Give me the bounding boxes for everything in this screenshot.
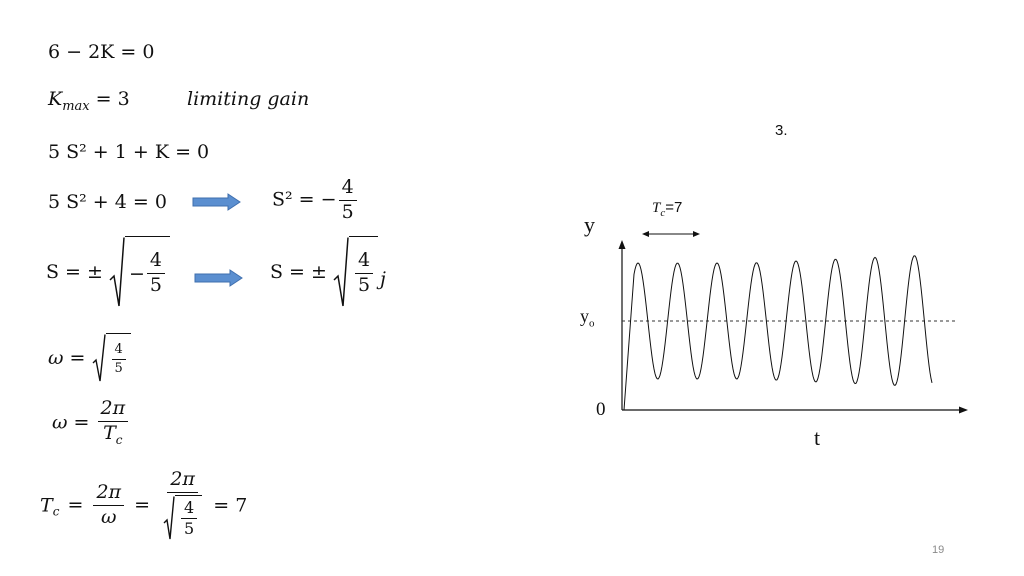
x-axis-label: t: [814, 425, 821, 450]
denominator: 5: [341, 200, 354, 223]
kmax-subscript: max: [62, 98, 90, 114]
y-axis-label: y: [584, 212, 595, 237]
oscillation-curve: [623, 255, 933, 411]
y-subscript: o: [589, 317, 595, 330]
equation-s-squared: 5 S² + 4 = 0: [48, 191, 167, 213]
period-arrow-left-head: [642, 231, 649, 237]
denominator: 5: [114, 361, 123, 376]
limiting-gain-note: limiting gain: [187, 88, 310, 110]
denominator: ω: [100, 505, 117, 528]
y-axis-arrowhead: [618, 240, 626, 249]
numerator: 4: [111, 343, 126, 360]
numerator: 2π: [97, 398, 129, 422]
equals-sign: =: [134, 494, 150, 517]
s-roots-lhs: S = ±: [46, 261, 103, 283]
equation-text: 6 − 2K = 0: [48, 41, 155, 63]
equation-characteristic: 6 − 2K = 0: [48, 41, 154, 63]
tc-symbol: T: [40, 494, 53, 517]
page-number: 19: [932, 544, 945, 556]
equals-sign: =: [67, 494, 84, 517]
figure-label: 3.: [775, 122, 788, 139]
tc-subscript: c: [660, 207, 666, 219]
omega-lhs: ω =: [48, 347, 86, 369]
period-arrow-right-head: [693, 231, 700, 237]
denominator: 5: [357, 274, 371, 296]
oscillation-plot: [618, 231, 968, 414]
kmax-symbol: K: [48, 88, 63, 110]
equation-substituted: 5 S² + 1 + K = 0: [48, 141, 210, 163]
equation-kmax: Kmax = 3: [48, 88, 130, 114]
numerator: 4: [338, 177, 357, 201]
y-steady-label: yo: [580, 306, 595, 330]
numerator: 4: [354, 250, 374, 274]
period-value: = 7: [213, 494, 248, 517]
s-squared-lhs: S² = −: [272, 188, 337, 211]
omega-lhs: ω =: [52, 411, 90, 434]
origin-label: 0: [596, 399, 606, 420]
denominator: 5: [184, 519, 195, 539]
period-label: Tc=7: [652, 199, 682, 219]
numerator: 2π: [93, 482, 125, 506]
right-arrow-icon: [194, 269, 243, 287]
s-roots-result-lhs: S = ±: [270, 261, 327, 283]
denominator: 5: [149, 274, 162, 296]
tc-subscript: c: [115, 432, 123, 447]
kmax-value: = 3: [89, 88, 130, 110]
tc-symbol: T: [103, 421, 116, 444]
tc-subscript: c: [52, 504, 60, 519]
tc-symbol: T: [652, 200, 661, 216]
numerator: 4: [146, 250, 165, 274]
right-arrow-icon: [192, 193, 241, 211]
y-symbol: y: [580, 306, 589, 326]
x-axis-arrowhead: [959, 406, 968, 414]
minus-sign: −: [128, 262, 145, 285]
denominator: Tc: [100, 422, 125, 446]
numerator: 4: [181, 499, 198, 520]
imaginary-unit: j: [380, 268, 386, 290]
numerator: 2π: [167, 469, 198, 493]
period-value: =7: [665, 199, 683, 216]
